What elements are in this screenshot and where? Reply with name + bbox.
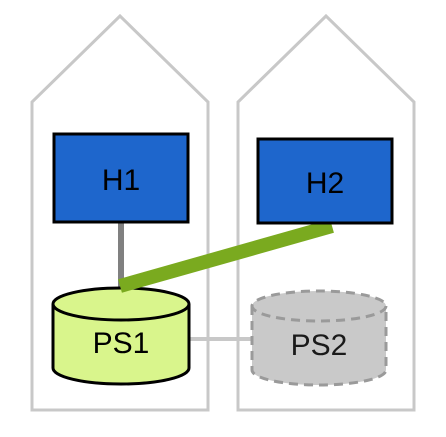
ps1-label: PS1 <box>93 327 150 360</box>
h2-label: H2 <box>306 167 344 200</box>
host-h2[interactable]: H2 <box>256 137 394 225</box>
link-h2-ps1 <box>118 219 334 293</box>
site-right-outline <box>236 13 416 412</box>
ps1-body <box>51 304 191 386</box>
ps2-body <box>250 306 388 387</box>
h1-box <box>52 132 190 224</box>
h2-box <box>256 137 394 225</box>
storage-ps1[interactable]: PS1 <box>51 286 191 386</box>
ps1-top <box>51 286 191 322</box>
site-left-outline <box>30 13 210 412</box>
ps2-top <box>250 289 388 323</box>
storage-ps2[interactable]: PS2 <box>250 289 388 387</box>
h1-label: H1 <box>102 164 140 197</box>
ps2-label: PS2 <box>291 329 348 362</box>
host-h1[interactable]: H1 <box>52 132 190 224</box>
